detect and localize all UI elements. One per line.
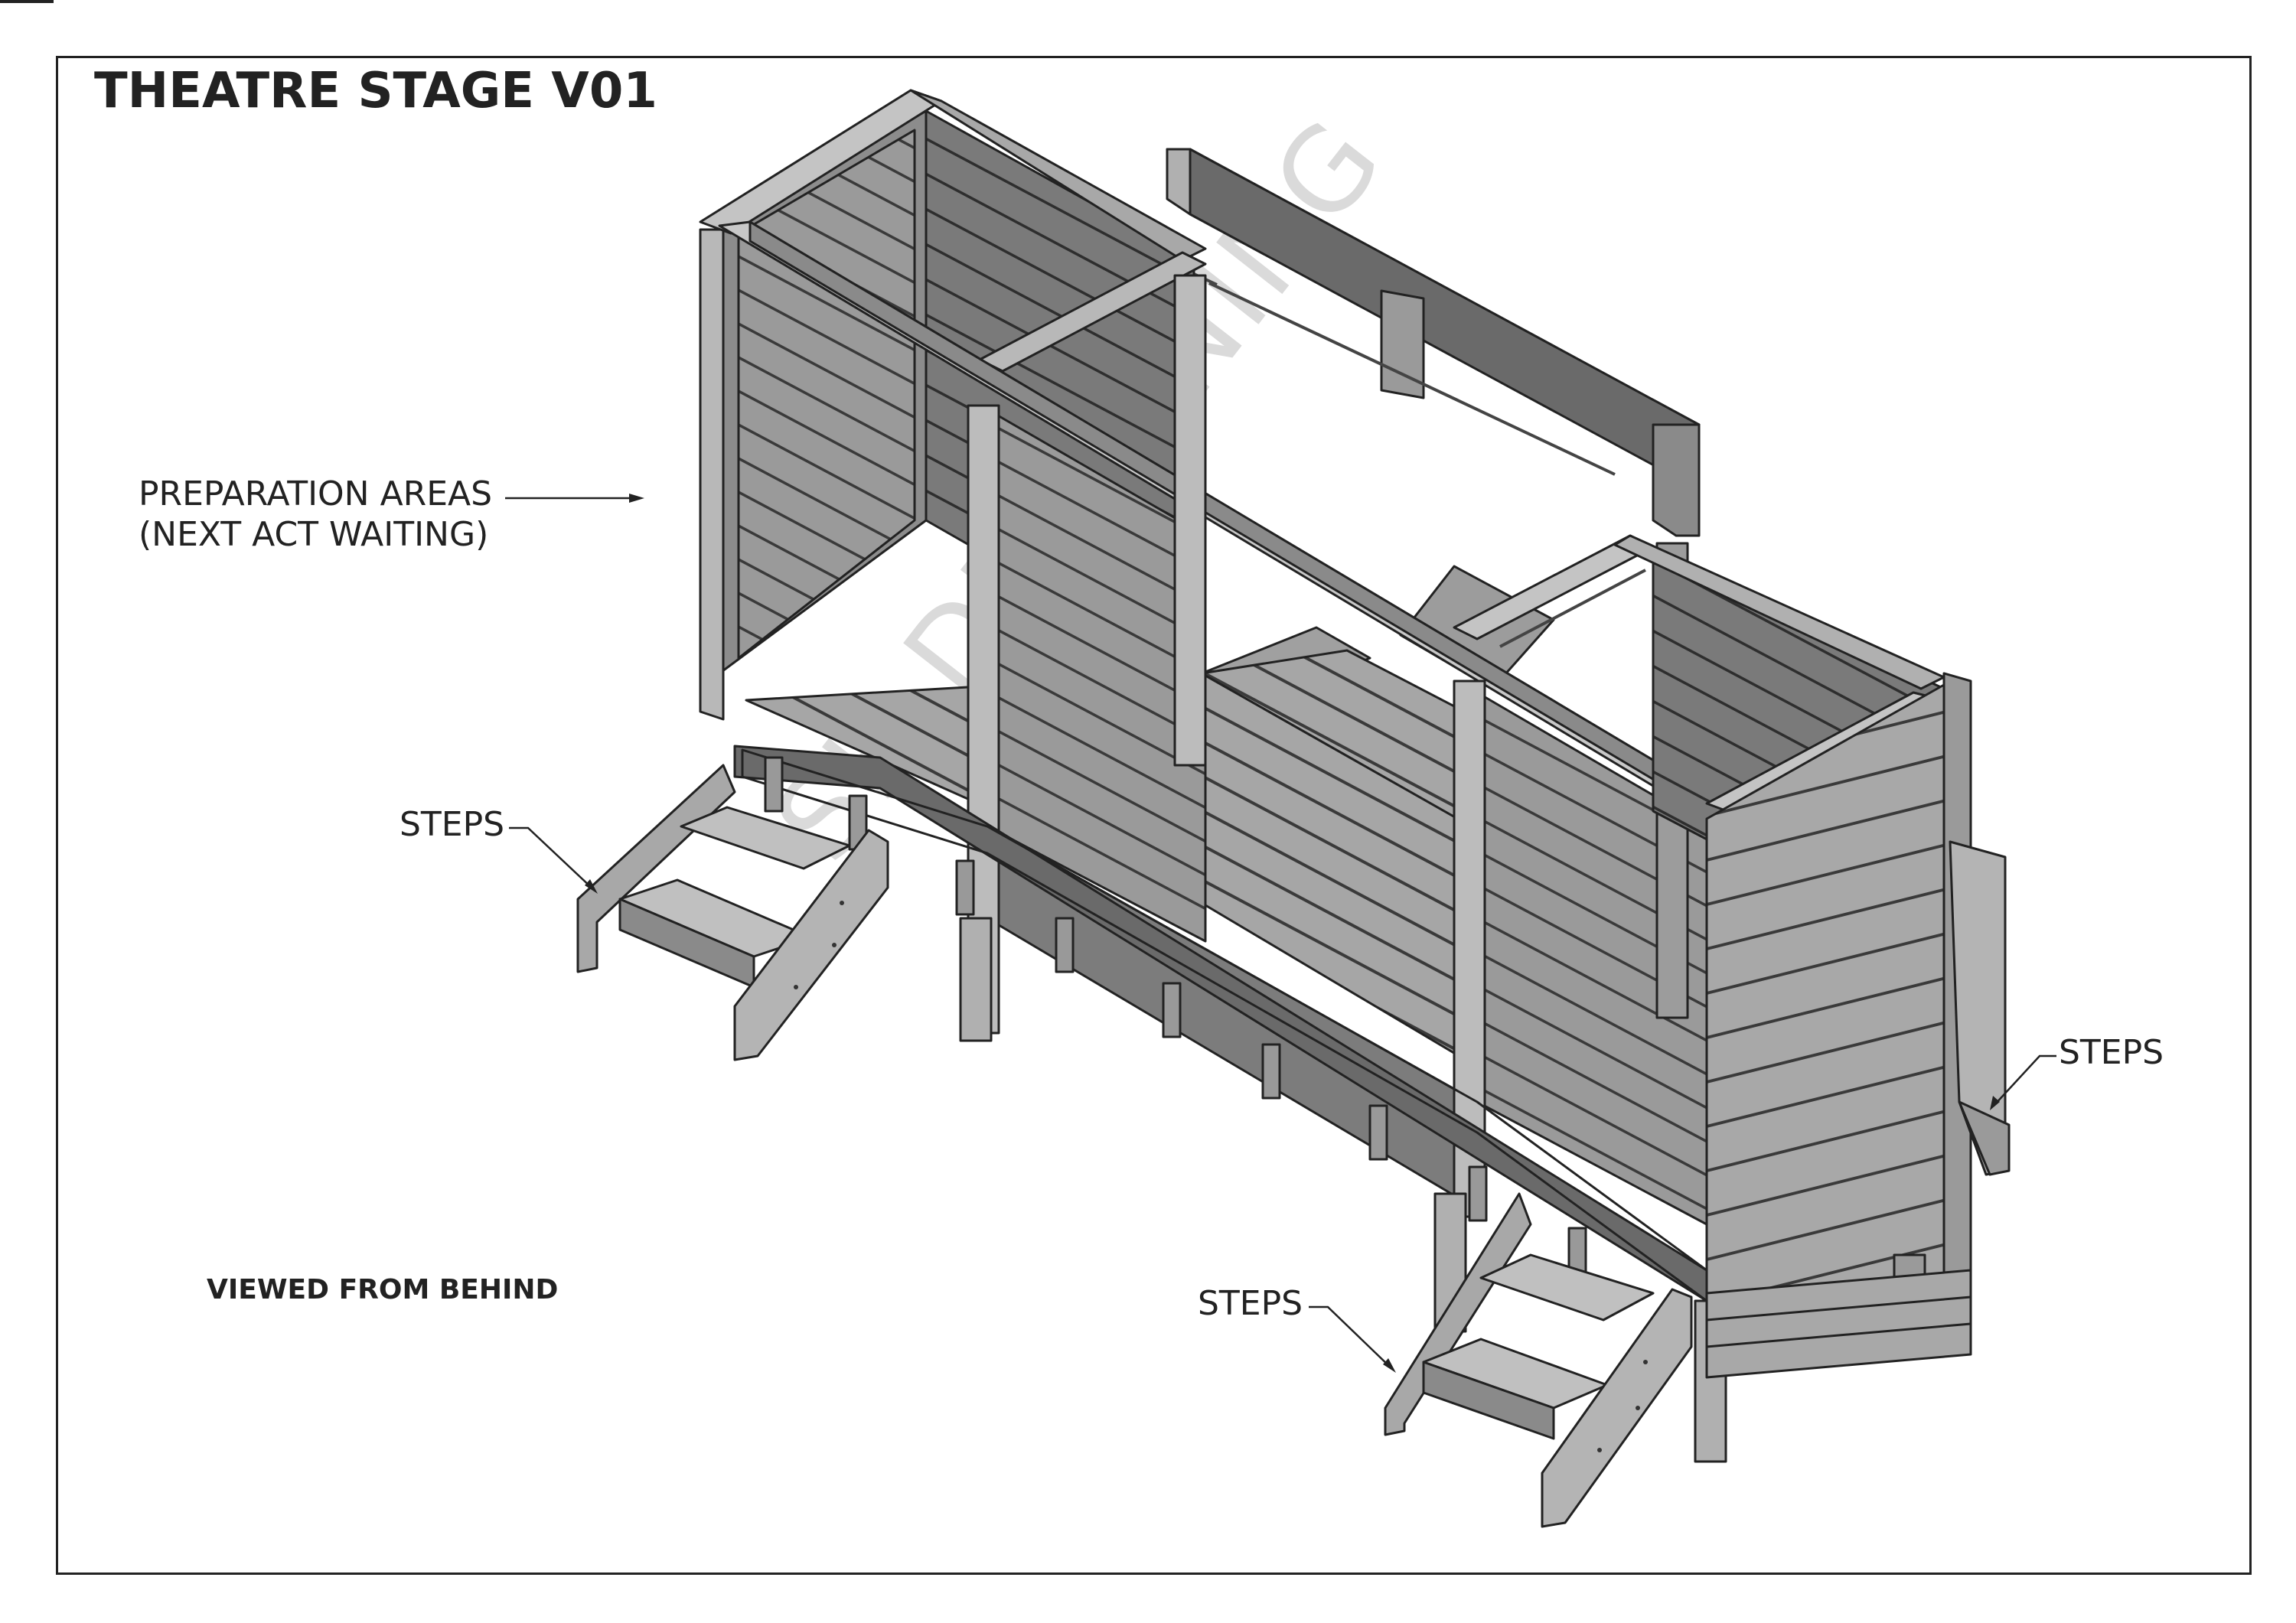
curtain-bracket	[1380, 289, 1425, 399]
leg-1	[959, 917, 993, 1042]
backboard-face	[1189, 148, 1701, 491]
left-steps-stringer-front	[733, 829, 889, 1061]
leader-lines	[505, 497, 2056, 1369]
front-steps-riser	[1422, 1361, 1555, 1440]
curtain-rod	[1208, 282, 1616, 476]
front-steps-stringer-front	[1541, 1288, 1693, 1528]
left-steps-tread-top	[680, 806, 851, 870]
backboard-right-post	[1652, 423, 1701, 537]
steps-label-front: STEPS	[1198, 1284, 1303, 1323]
front-steps-tread-top	[1479, 1253, 1655, 1322]
steps-label-right: STEPS	[2059, 1033, 2164, 1072]
drawing-border	[56, 56, 2252, 1575]
front-steps-stringer-back	[1384, 1192, 1532, 1436]
preparation-areas-line1: PREPARATION AREAS	[139, 474, 493, 513]
steps-label-left: STEPS	[400, 805, 505, 844]
front-post-centre	[1173, 274, 1207, 767]
drawing-title: THEATRE STAGE V01	[94, 63, 657, 119]
stringer-bolts	[794, 901, 1648, 1452]
preparation-areas-line2: (NEXT ACT WAITING)	[139, 514, 489, 554]
left-booth-cladding	[699, 228, 725, 721]
left-steps-stringer-back	[576, 764, 736, 973]
backboard-left-post	[1166, 148, 1192, 216]
leader-arrowheads	[585, 494, 2000, 1373]
view-note: VIEWED FROM BEHIND	[207, 1274, 559, 1305]
preparation-areas-label: PREPARATION AREAS (NEXT ACT WAITING)	[139, 474, 492, 556]
right-base-boards	[1705, 1269, 1972, 1379]
joist-ends	[764, 756, 1587, 1283]
corner-mark	[0, 0, 54, 3]
left-booth-top-rail-back	[909, 89, 1207, 262]
